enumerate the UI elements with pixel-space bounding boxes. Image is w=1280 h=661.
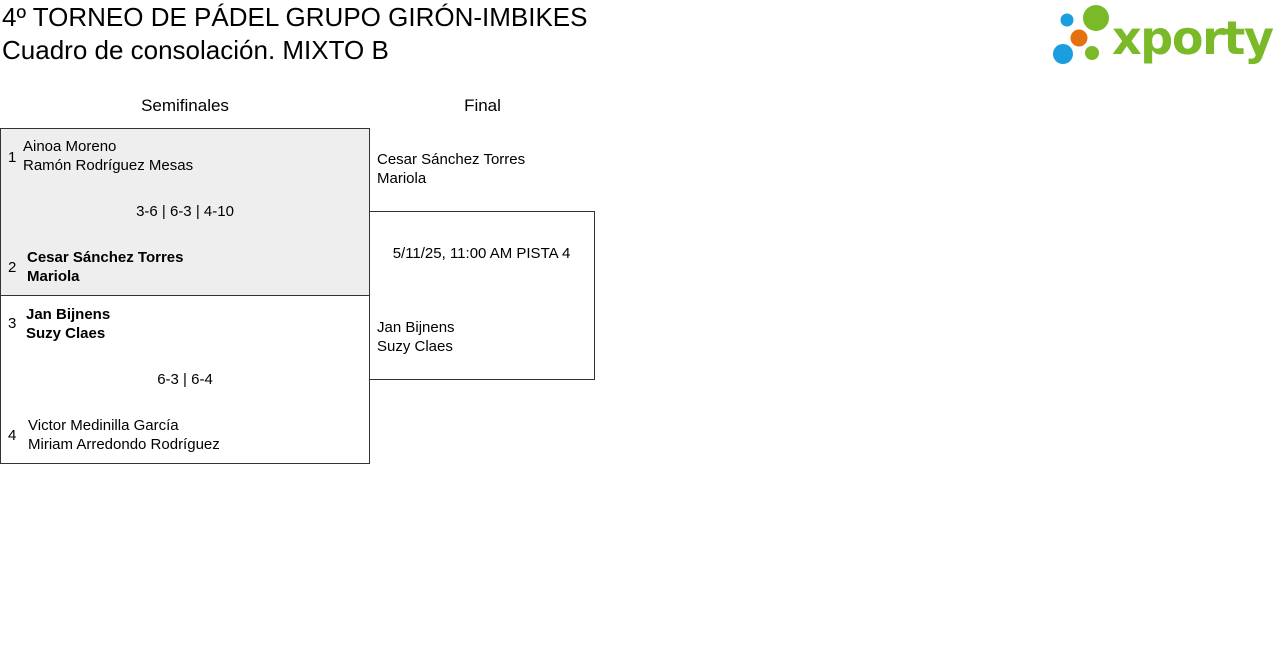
team-2-winner: Cesar Sánchez Torres Mariola bbox=[27, 248, 183, 286]
player-name: Suzy Claes bbox=[26, 325, 106, 342]
player-name: Mariola bbox=[377, 170, 427, 187]
seed: 1 bbox=[8, 149, 17, 166]
seed: 4 bbox=[8, 427, 17, 444]
player-name: Jan Bijnens bbox=[26, 306, 111, 323]
final-match[interactable]: 5/11/25, 11:00 AM PISTA 4 bbox=[369, 211, 595, 380]
round-header-final: Final bbox=[464, 96, 501, 115]
final-team-top: Cesar Sánchez Torres Mariola bbox=[377, 150, 525, 188]
team-1: Ainoa Moreno Ramón Rodríguez Mesas bbox=[23, 137, 193, 175]
team-3-winner: Jan Bijnens Suzy Claes bbox=[26, 305, 110, 343]
player-name: Mariola bbox=[27, 268, 80, 285]
player-name: Victor Medinilla García bbox=[28, 417, 179, 434]
semifinal-match-1[interactable]: 1 Ainoa Moreno Ramón Rodríguez Mesas 3-6… bbox=[0, 128, 370, 296]
final-team-bottom: Jan Bijnens Suzy Claes bbox=[377, 318, 455, 356]
seed: 2 bbox=[8, 259, 17, 276]
svg-text:xporty: xporty bbox=[1112, 11, 1274, 65]
player-name: Ramón Rodríguez Mesas bbox=[23, 157, 194, 174]
player-name: Cesar Sánchez Torres bbox=[27, 249, 184, 266]
xporty-logo: xporty bbox=[1052, 4, 1277, 66]
round-header-semifinales: Semifinales bbox=[141, 96, 229, 115]
player-name: Ainoa Moreno bbox=[23, 138, 117, 155]
page-subtitle: Cuadro de consolación. MIXTO B bbox=[2, 35, 389, 65]
player-name: Jan Bijnens bbox=[377, 319, 455, 336]
seed: 3 bbox=[8, 315, 17, 332]
player-name: Cesar Sánchez Torres bbox=[377, 151, 526, 168]
player-name: Miriam Arredondo Rodríguez bbox=[28, 436, 220, 453]
semifinal-match-2[interactable]: 3 Jan Bijnens Suzy Claes 6-3 | 6-4 4 Vic… bbox=[0, 295, 370, 464]
player-name: Suzy Claes bbox=[377, 338, 453, 355]
match-score: 6-3 | 6-4 bbox=[157, 371, 213, 388]
team-4: Victor Medinilla García Miriam Arredondo… bbox=[28, 416, 220, 454]
page-title: 4º TORNEO DE PÁDEL GRUPO GIRÓN-IMBIKES bbox=[2, 2, 588, 32]
match-schedule: 5/11/25, 11:00 AM PISTA 4 bbox=[392, 245, 571, 262]
match-score: 3-6 | 6-3 | 4-10 bbox=[136, 203, 234, 220]
